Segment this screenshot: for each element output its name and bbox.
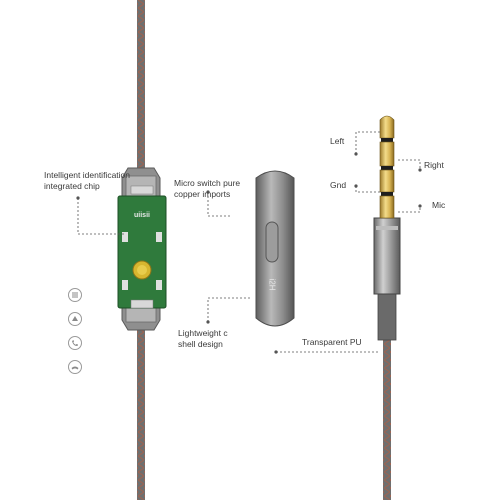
label-left: Left — [330, 136, 345, 146]
label-mic: Mic — [432, 200, 446, 210]
label-transparent-pu: Transparent PU — [302, 337, 362, 347]
pcb-text: uiisii — [134, 212, 150, 219]
play-icon — [68, 312, 82, 326]
control-housing-open — [117, 167, 167, 331]
label-switch-line2: copper imports — [174, 189, 231, 199]
callout-lines — [77, 131, 421, 353]
cable-bottom-segment — [137, 328, 145, 500]
call-answer-icon — [68, 336, 82, 350]
label-right: Right — [424, 160, 444, 170]
control-shell-closed — [255, 170, 295, 327]
callout-dots — [76, 152, 422, 354]
brand-logo: i2H — [267, 278, 277, 291]
label-shell-line1: Lightweight c — [178, 328, 228, 338]
label-chip: Intelligent identification integrated ch… — [44, 170, 130, 192]
shell-button — [265, 221, 279, 263]
label-shell: Lightweight c shell design — [178, 328, 228, 350]
menu-icon — [68, 288, 82, 302]
cable-right-segment — [383, 338, 391, 500]
label-chip-line1: Intelligent identification — [44, 170, 131, 180]
cable-top-segment — [137, 0, 145, 170]
call-end-icon — [68, 360, 82, 374]
label-switch-line1: Micro switch pure — [174, 178, 241, 188]
audio-plug — [373, 115, 401, 295]
transparent-pu-sleeve — [377, 289, 397, 341]
label-chip-line2: integrated chip — [44, 181, 100, 191]
label-shell-line2: shell design — [178, 339, 223, 349]
label-gnd: Gnd — [330, 180, 347, 190]
label-switch: Micro switch pure copper imports — [174, 178, 240, 200]
